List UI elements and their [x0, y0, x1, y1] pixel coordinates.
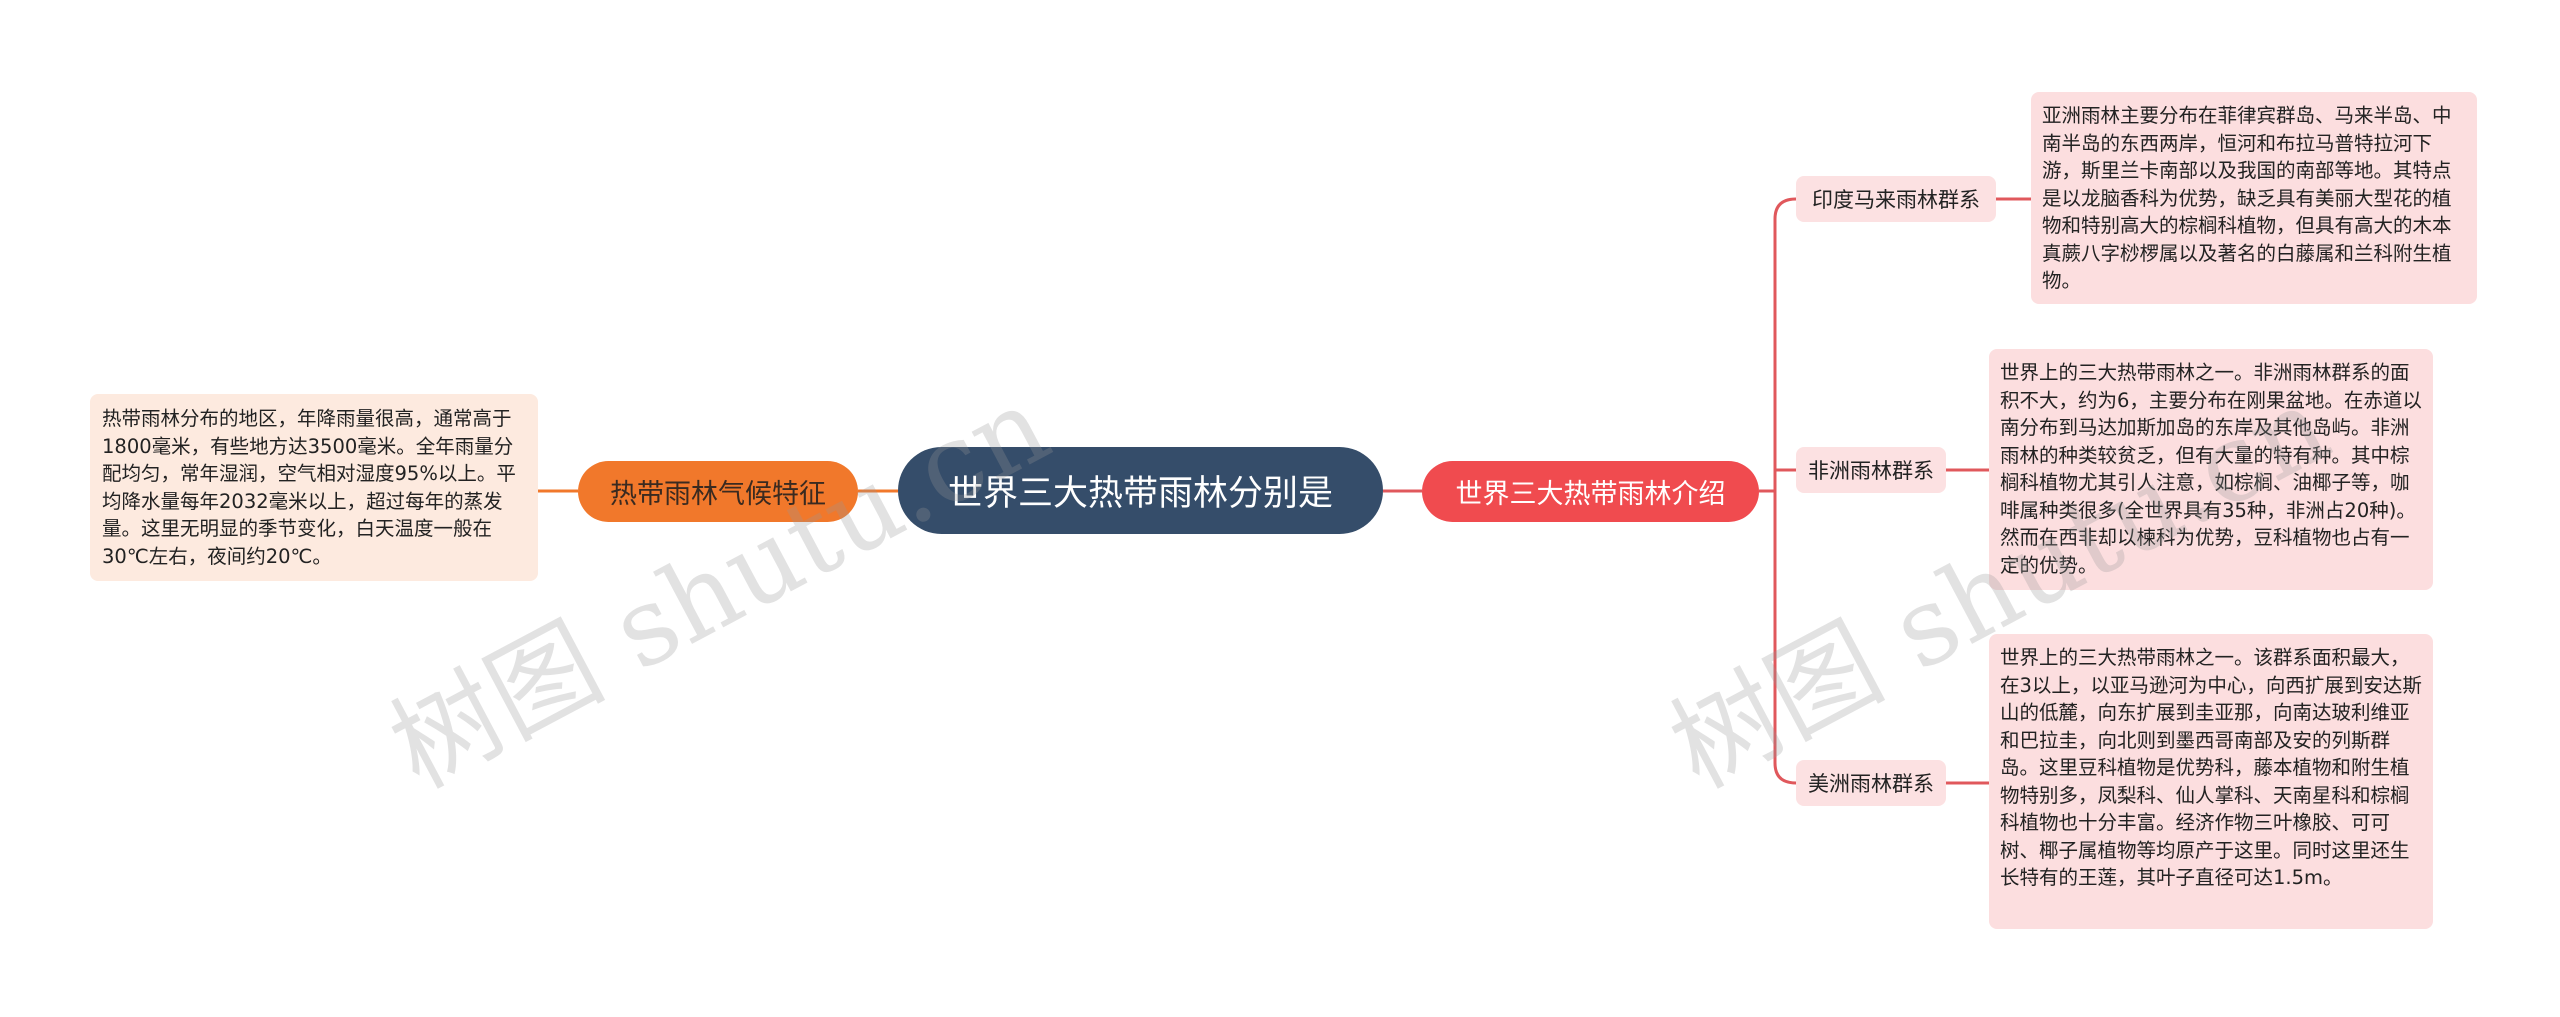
climate-features-detail[interactable]: 热带雨林分布的地区，年降雨量很高，通常高于1800毫米，有些地方达3500毫米。… [90, 394, 538, 581]
central-topic[interactable]: 世界三大热带雨林分别是 [898, 447, 1383, 534]
branch-rainforest-intro[interactable]: 世界三大热带雨林介绍 [1422, 461, 1759, 522]
african-rainforest-detail[interactable]: 世界上的三大热带雨林之一。非洲雨林群系的面积不大，约为6，主要分布在刚果盆地。在… [1989, 349, 2433, 590]
topic-american-rainforest[interactable]: 美洲雨林群系 [1796, 760, 1946, 806]
topic-african-rainforest[interactable]: 非洲雨林群系 [1796, 447, 1946, 493]
indo-malay-rainforest-detail[interactable]: 亚洲雨林主要分布在菲律宾群岛、马来半岛、中南半岛的东西两岸，恒河和布拉马普特拉河… [2031, 92, 2477, 304]
topic-indo-malay-rainforest[interactable]: 印度马来雨林群系 [1796, 176, 1996, 222]
american-rainforest-detail[interactable]: 世界上的三大热带雨林之一。该群系面积最大，在3以上，以亚马逊河为中心，向西扩展到… [1989, 634, 2433, 929]
right-trunk-connector [1759, 197, 1797, 785]
branch-climate-features[interactable]: 热带雨林气候特征 [578, 461, 858, 522]
